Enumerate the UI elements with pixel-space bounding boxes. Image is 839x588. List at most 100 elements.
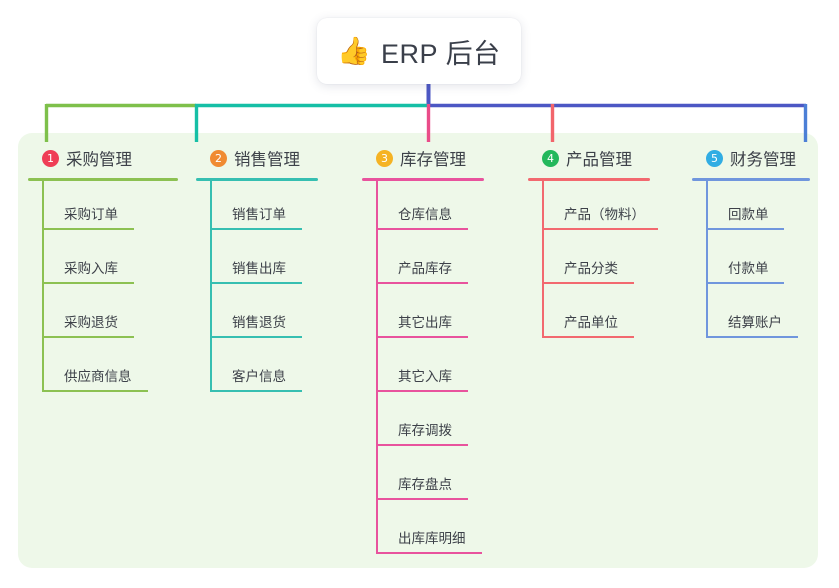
branch-item[interactable]: 库存盘点: [376, 451, 484, 505]
branch-item-rule: [210, 336, 302, 338]
branch-item-label: 产品单位: [564, 315, 618, 330]
diagram-panel: [18, 133, 818, 568]
branch-title: 产品管理: [566, 151, 632, 169]
branch-item[interactable]: 销售出库: [210, 235, 318, 289]
branch-spine: [42, 181, 44, 392]
branch-item-label: 付款单: [728, 261, 769, 276]
branch-item-rule: [706, 282, 784, 284]
branch-item-label: 客户信息: [232, 369, 286, 384]
branch-item-rule: [706, 228, 784, 230]
branch-header[interactable]: 2 销售管理: [196, 146, 318, 170]
branch-item-rule: [376, 390, 468, 392]
branch-item-label: 结算账户: [728, 315, 782, 330]
branch-item-rule: [376, 552, 482, 554]
branch-item-rule: [42, 282, 134, 284]
branch-item[interactable]: 客户信息: [210, 343, 318, 397]
branch-item-label: 产品（物料）: [564, 207, 645, 222]
branch-header[interactable]: 3 库存管理: [362, 146, 484, 170]
branch-number-badge: 3: [376, 149, 393, 167]
branch-title: 财务管理: [730, 151, 796, 169]
branch-title: 销售管理: [234, 151, 300, 169]
branch-item-label: 采购退货: [64, 315, 118, 330]
branch-item-rule: [42, 336, 134, 338]
branch-column: 1 采购管理采购订单采购入库采购退货供应商信息: [28, 146, 178, 397]
branch-header[interactable]: 4 产品管理: [528, 146, 650, 170]
branch-item-label: 其它入库: [398, 369, 452, 384]
branch-item-rule: [210, 282, 302, 284]
branch-item-label: 销售订单: [232, 207, 286, 222]
branch-number-badge: 2: [210, 149, 227, 167]
branch-item[interactable]: 产品（物料）: [542, 181, 658, 235]
branch-item[interactable]: 仓库信息: [376, 181, 484, 235]
branch-item-rule: [542, 282, 634, 284]
branch-item[interactable]: 出库库明细: [376, 505, 484, 559]
branch-item[interactable]: 产品分类: [542, 235, 650, 289]
branch-item-label: 其它出库: [398, 315, 452, 330]
branch-item-rule: [210, 228, 302, 230]
branch-item[interactable]: 库存调拨: [376, 397, 484, 451]
branch-header-rule: [528, 178, 650, 181]
branch-item-rule: [376, 336, 468, 338]
root-node[interactable]: 👍 ERP 后台: [317, 18, 521, 84]
branch-item-rule: [376, 228, 468, 230]
branch-item-label: 销售出库: [232, 261, 286, 276]
branch-item[interactable]: 采购入库: [42, 235, 178, 289]
branch-items: 仓库信息产品库存其它出库其它入库库存调拨库存盘点出库库明细: [362, 181, 484, 559]
branch-item-rule: [542, 228, 658, 230]
branch-item[interactable]: 其它入库: [376, 343, 484, 397]
branch-item[interactable]: 结算账户: [706, 289, 810, 343]
branch-column: 2 销售管理销售订单销售出库销售退货客户信息: [196, 146, 318, 397]
branch-item-rule: [210, 390, 302, 392]
branch-item[interactable]: 付款单: [706, 235, 810, 289]
branch-spine: [542, 181, 544, 338]
branch-items: 回款单付款单结算账户: [692, 181, 810, 343]
branch-number-badge: 5: [706, 149, 723, 167]
root-title: ERP 后台: [381, 38, 501, 69]
branch-title: 库存管理: [400, 151, 466, 169]
branch-items: 产品（物料） 产品分类产品单位: [528, 181, 658, 343]
branch-item[interactable]: 回款单: [706, 181, 810, 235]
branch-item-label: 采购入库: [64, 261, 118, 276]
branch-item[interactable]: 销售退货: [210, 289, 318, 343]
branch-column: 3 库存管理仓库信息产品库存其它出库其它入库库存调拨库存盘点出库库明细: [362, 146, 484, 559]
branch-number-badge: 1: [42, 149, 59, 167]
branch-column: 4 产品管理产品（物料） 产品分类产品单位: [528, 146, 658, 343]
branch-item-label: 供应商信息: [64, 369, 132, 384]
branch-item-label: 库存调拨: [398, 423, 452, 438]
branch-column: 5 财务管理回款单付款单结算账户: [692, 146, 810, 343]
branch-spine: [376, 181, 378, 554]
branch-item[interactable]: 采购订单: [42, 181, 178, 235]
branch-item[interactable]: 销售订单: [210, 181, 318, 235]
branch-item-label: 产品库存: [398, 261, 452, 276]
branch-title: 采购管理: [66, 151, 132, 169]
branch-item[interactable]: 产品单位: [542, 289, 650, 343]
branch-item-rule: [376, 444, 468, 446]
branch-item-rule: [42, 390, 148, 392]
branch-item-label: 采购订单: [64, 207, 118, 222]
branch-item[interactable]: 供应商信息: [42, 343, 178, 397]
branch-item-label: 仓库信息: [398, 207, 452, 222]
branch-header[interactable]: 1 采购管理: [28, 146, 178, 170]
branch-spine: [210, 181, 212, 392]
thumbs-up-icon: 👍: [337, 35, 372, 66]
branch-item-label: 出库库明细: [398, 531, 466, 546]
branch-items: 销售订单销售出库销售退货客户信息: [196, 181, 318, 397]
branch-header-rule: [28, 178, 178, 181]
branch-item-rule: [376, 498, 468, 500]
branch-item-rule: [706, 336, 798, 338]
branch-item-label: 销售退货: [232, 315, 286, 330]
branch-item-rule: [376, 282, 468, 284]
branch-item[interactable]: 采购退货: [42, 289, 178, 343]
branch-item[interactable]: 其它出库: [376, 289, 484, 343]
branch-header-rule: [692, 178, 810, 181]
branch-header-rule: [362, 178, 484, 181]
branch-item-rule: [542, 336, 634, 338]
branch-header[interactable]: 5 财务管理: [692, 146, 810, 170]
branch-spine: [706, 181, 708, 338]
branch-item-label: 产品分类: [564, 261, 618, 276]
branch-item[interactable]: 产品库存: [376, 235, 484, 289]
branch-number-badge: 4: [542, 149, 559, 167]
branch-item-rule: [42, 228, 134, 230]
branch-item-label: 库存盘点: [398, 477, 452, 492]
